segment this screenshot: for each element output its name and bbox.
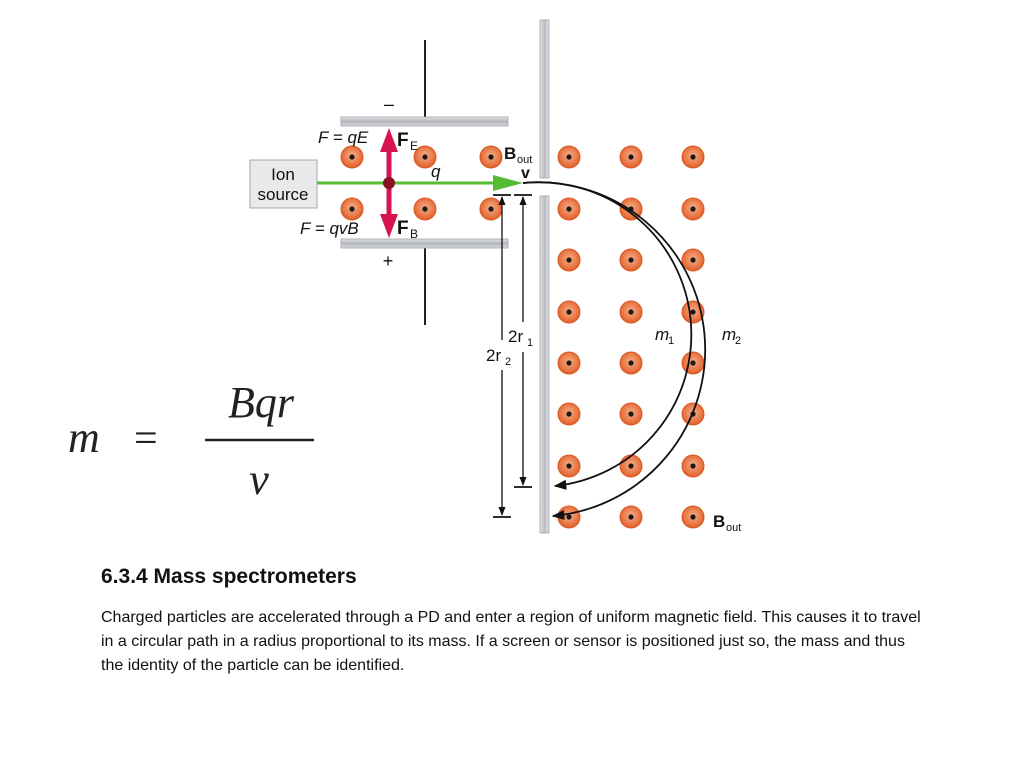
field-dot-center [566,360,572,366]
negative-plate [340,116,509,127]
magnetic-force-equation: F = qvB [300,219,359,238]
field-dot-center [566,514,572,520]
ion-source-label-line2: source [257,185,308,204]
screen-upper [539,19,550,179]
field-label-bottom: B [713,512,725,531]
field-dot-center [422,206,428,212]
electric-force-equation: F = qE [318,128,369,147]
field-dot-center [628,360,634,366]
field-dot-center [488,154,494,160]
charged-particle [383,177,395,189]
field-dot-center [349,154,355,160]
formula-denominator: v [249,455,269,504]
mass2-subscript: 2 [735,335,741,347]
mass1-subscript: 1 [668,335,674,347]
ion-source-box [249,159,318,209]
trajectory-m2 [522,181,707,520]
mass1-label: m [655,325,669,344]
section-heading: 6.3.4 Mass spectrometers [101,565,357,588]
plus-sign: + [383,251,394,271]
magnetic-force-subscript: B [410,227,418,241]
formula-numerator: Bqr [228,378,295,427]
section-body-text: Charged particles are accelerated throug… [101,609,921,674]
formula-lhs: m [68,413,100,462]
field-dot-center [690,257,696,263]
electric-force-subscript: E [410,139,418,153]
screen-lower [539,195,550,534]
charge-label: q [431,162,441,181]
field-label-top: B [504,144,516,163]
field-dot-center [566,206,572,212]
minus-sign: – [384,94,394,114]
field-dot-center [566,411,572,417]
field-label-top-subscript: out [517,154,532,166]
field-dot-center [566,309,572,315]
field-dot-center [422,154,428,160]
electric-force-symbol: F [397,130,409,151]
diameter1-subscript: 1 [527,337,533,349]
field-dot-center [488,206,494,212]
field-dot-center [628,463,634,469]
field-dot-center [566,257,572,263]
magnetic-force-symbol: F [397,218,409,239]
diameter2-label: 2r [486,346,501,365]
field-dot-center [628,154,634,160]
velocity-arrow-head [493,175,523,191]
field-dot-center [690,360,696,366]
magnetic-force-arrow-head [380,214,398,238]
velocity-label: v [521,165,530,182]
mass-spectrometer-diagram: – + Ion source F = qE F E F = qvB F B q … [68,19,741,534]
ion-source-label-line1: Ion [271,165,295,184]
field-dot-center [690,463,696,469]
field-dot-center [349,206,355,212]
field-dot-center [628,257,634,263]
field-dot-center [566,463,572,469]
field-dot-center [628,309,634,315]
field-label-bottom-subscript: out [726,522,741,534]
formula-equals: = [134,416,158,462]
field-dot-center [690,206,696,212]
positive-plate [340,238,509,249]
field-dot-center [628,514,634,520]
field-dot-center [690,154,696,160]
mass-formula: m = Bqr v [68,378,314,504]
field-dot-center [628,411,634,417]
field-dot-center [690,309,696,315]
electric-force-arrow-head [380,128,398,152]
diameter2-subscript: 2 [505,356,511,368]
mass2-label: m [722,325,736,344]
diameter1-label: 2r [508,327,523,346]
field-dot-center [690,514,696,520]
field-dot-center [566,154,572,160]
